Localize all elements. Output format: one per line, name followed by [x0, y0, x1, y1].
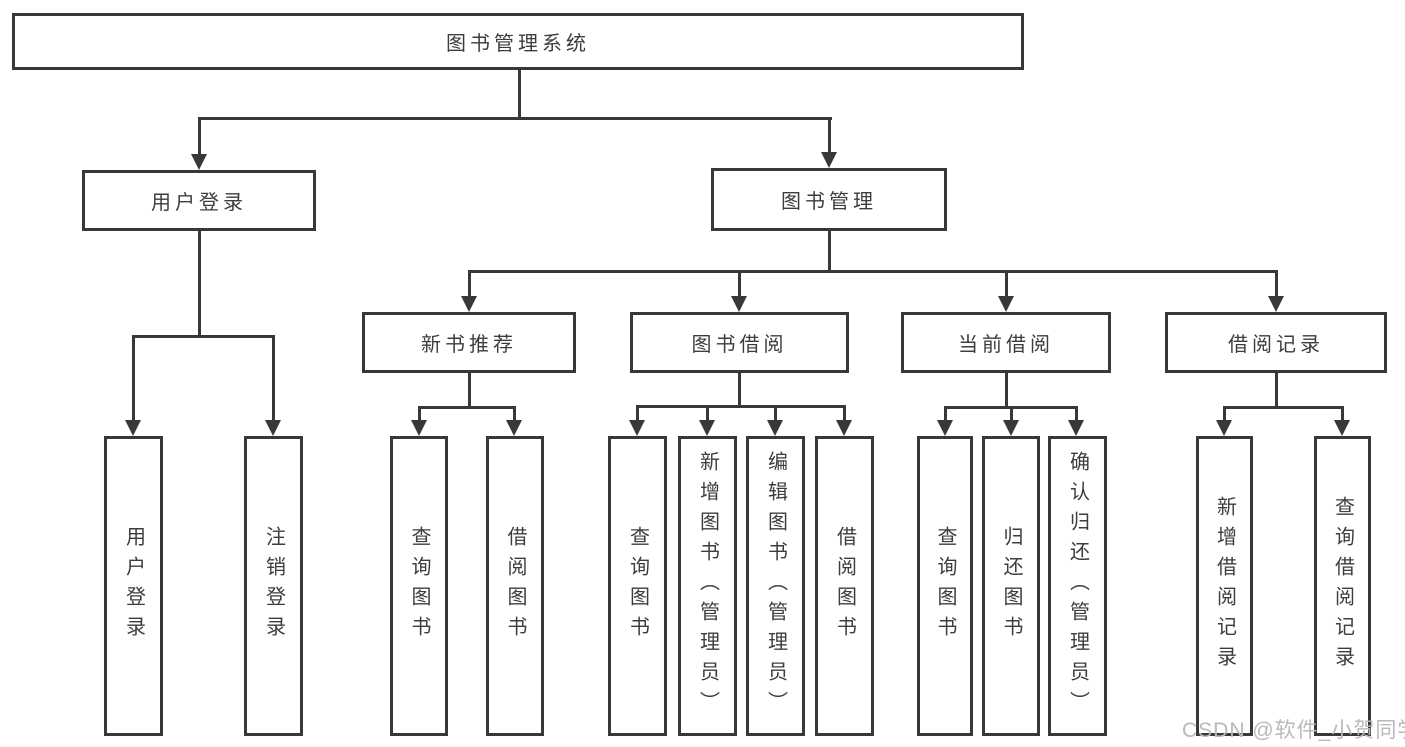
connector-new-rec-rail	[418, 406, 516, 409]
connector-drop-book-mgmt	[828, 117, 831, 152]
arrowhead-current-borrow	[998, 296, 1014, 312]
node-bb-query-label: 查询图书	[626, 526, 649, 646]
connector-level2-rail	[198, 117, 832, 120]
connector-level3-rail	[468, 270, 1278, 273]
connector-drop-rec-borrow	[513, 406, 516, 420]
connector-drop-cb-confirm	[1075, 406, 1078, 420]
connector-root-stem	[518, 70, 521, 117]
arrowhead-rec-borrow	[506, 420, 522, 436]
node-borrow-record: 借阅记录	[1165, 312, 1387, 373]
arrowhead-br-add	[1216, 420, 1232, 436]
node-bb-query: 查询图书	[608, 436, 667, 736]
node-rec-query: 查询图书	[390, 436, 448, 736]
connector-drop-cb-return	[1010, 406, 1013, 420]
connector-drop-rec-query	[418, 406, 421, 420]
connector-book-borrow-stem	[738, 373, 741, 405]
connector-user-login-stem	[198, 231, 201, 335]
node-bb-borrow: 借阅图书	[815, 436, 874, 736]
connector-drop-br-add	[1223, 406, 1226, 420]
node-root: 图书管理系统	[12, 13, 1024, 70]
connector-borrow-record-rail	[1223, 406, 1344, 409]
connector-drop-current-borrow	[1005, 270, 1008, 296]
arrowhead-cb-return	[1003, 420, 1019, 436]
arrowhead-user-login	[191, 154, 207, 170]
node-br-query: 查询借阅记录	[1314, 436, 1371, 736]
arrowhead-br-query	[1334, 420, 1350, 436]
node-book-borrow: 图书借阅	[630, 312, 849, 373]
connector-drop-book-borrow	[738, 270, 741, 296]
node-rec-query-label: 查询图书	[408, 526, 430, 646]
node-cb-query-label: 查询图书	[934, 526, 956, 646]
node-bb-borrow-label: 借阅图书	[833, 526, 856, 646]
node-cb-confirm-label: 确认归还（管理员）	[1066, 451, 1089, 721]
arrowhead-cb-confirm	[1068, 420, 1084, 436]
connector-drop-br-query	[1341, 406, 1344, 420]
arrowhead-bb-add	[699, 420, 715, 436]
connector-drop-borrow-record	[1275, 270, 1278, 296]
node-leaf-user-login: 用户登录	[104, 436, 163, 736]
node-cb-query: 查询图书	[917, 436, 973, 736]
connector-drop-leaf-user-login	[132, 335, 135, 420]
node-leaf-user-login-label: 用户登录	[122, 526, 145, 646]
connector-drop-bb-edit	[774, 405, 777, 420]
connector-user-login-rail	[132, 335, 275, 338]
node-bb-edit: 编辑图书（管理员）	[746, 436, 805, 736]
connector-borrow-record-stem	[1275, 373, 1278, 406]
node-leaf-logout: 注销登录	[244, 436, 303, 736]
node-user-login: 用户登录	[82, 170, 316, 231]
arrowhead-rec-query	[411, 420, 427, 436]
connector-book-borrow-rail	[636, 405, 845, 408]
node-new-rec: 新书推荐	[362, 312, 576, 373]
arrowhead-bb-borrow	[836, 420, 852, 436]
node-root-label: 图书管理系统	[446, 33, 590, 55]
arrowhead-bb-edit	[767, 420, 783, 436]
connector-drop-new-rec	[468, 270, 471, 296]
node-rec-borrow-label: 借阅图书	[504, 526, 526, 646]
node-book-mgmt-label: 图书管理	[781, 191, 877, 213]
connector-drop-bb-add	[706, 405, 709, 420]
node-cb-confirm: 确认归还（管理员）	[1048, 436, 1107, 736]
node-new-rec-label: 新书推荐	[421, 334, 517, 356]
connector-drop-leaf-logout	[272, 335, 275, 420]
node-cb-return-label: 归还图书	[1000, 526, 1022, 646]
connector-current-borrow-stem	[1005, 373, 1008, 406]
arrowhead-leaf-logout	[265, 420, 281, 436]
connector-book-mgmt-stem	[828, 231, 831, 270]
connector-drop-bb-borrow	[843, 405, 846, 420]
connector-drop-bb-query	[636, 405, 639, 420]
node-bb-add: 新增图书（管理员）	[678, 436, 737, 736]
node-book-borrow-label: 图书借阅	[691, 334, 788, 356]
node-cb-return: 归还图书	[982, 436, 1040, 736]
node-br-add: 新增借阅记录	[1196, 436, 1253, 736]
csdn-watermark: CSDN @软件_小贺同学	[1182, 719, 1405, 742]
node-borrow-record-label: 借阅记录	[1228, 334, 1324, 356]
arrowhead-bb-query	[629, 420, 645, 436]
node-leaf-logout-label: 注销登录	[262, 526, 285, 646]
node-user-login-label: 用户登录	[151, 192, 247, 214]
connector-drop-cb-query	[944, 406, 947, 420]
node-br-query-label: 查询借阅记录	[1331, 496, 1354, 676]
connector-drop-user-login	[198, 117, 201, 154]
node-bb-add-label: 新增图书（管理员）	[696, 451, 719, 721]
node-bb-edit-label: 编辑图书（管理员）	[764, 451, 787, 721]
arrowhead-book-borrow	[731, 296, 747, 312]
arrowhead-book-mgmt	[821, 152, 837, 168]
node-rec-borrow: 借阅图书	[486, 436, 544, 736]
arrowhead-cb-query	[937, 420, 953, 436]
arrowhead-borrow-record	[1268, 296, 1284, 312]
arrowhead-new-rec	[461, 296, 477, 312]
node-current-borrow-label: 当前借阅	[958, 334, 1054, 356]
node-book-mgmt: 图书管理	[711, 168, 947, 231]
node-br-add-label: 新增借阅记录	[1213, 496, 1236, 676]
arrowhead-leaf-user-login	[125, 420, 141, 436]
connector-new-rec-stem	[468, 373, 471, 406]
node-current-borrow: 当前借阅	[901, 312, 1111, 373]
